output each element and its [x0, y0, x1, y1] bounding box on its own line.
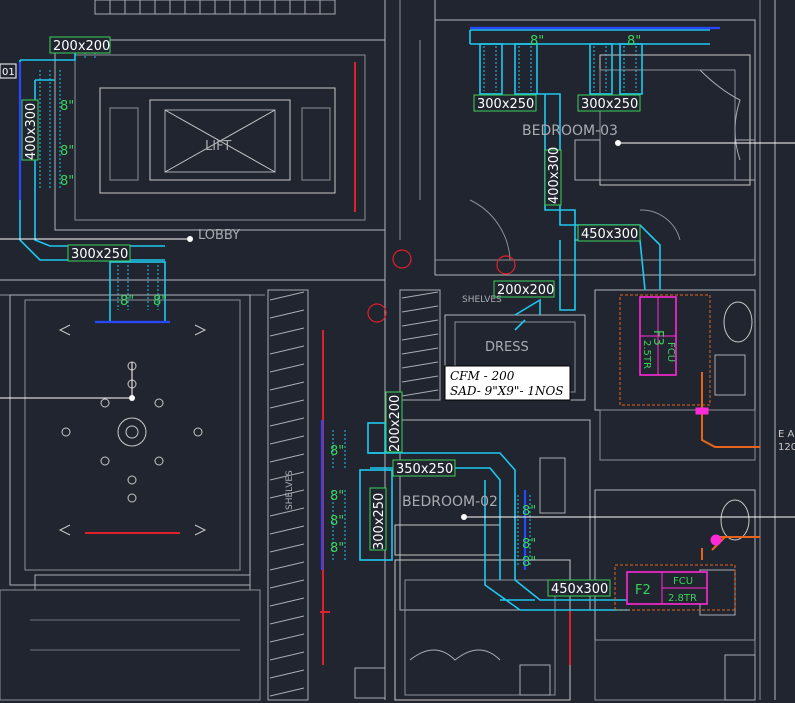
- diffuser-8in-1: 8": [60, 99, 74, 114]
- wardrobe: [399, 289, 441, 401]
- fcu-f3-capacity: 2.5TR: [641, 340, 652, 369]
- architecture: [0, 0, 776, 701]
- diffuser-8in-5: 8": [153, 294, 167, 309]
- duct-size-top-left: 200x200: [53, 39, 110, 54]
- duct-size-b3-riser: 400x300: [547, 147, 562, 204]
- diffuser-8in-7: 8": [627, 34, 641, 49]
- duct-size-b3-branch: 450x300: [581, 227, 638, 242]
- cfm-note-line2: SAD- 9"X9"- 1NOS: [450, 384, 564, 398]
- dress-label: DRESS: [485, 340, 529, 355]
- duct-size-b3-left: 300x250: [477, 97, 534, 112]
- lower-left-room: [0, 294, 261, 701]
- fcu-f2-capacity: 2.8TR: [668, 593, 697, 604]
- diffuser-8in-4: 8": [120, 294, 134, 309]
- fcu-f2-tag: F2: [635, 583, 651, 598]
- duct-size-middle: 200x200: [388, 395, 403, 452]
- diffuser-8in-10: 8": [330, 514, 344, 529]
- diffuser-8in-3: 8": [60, 174, 74, 189]
- edge-labels: 01 E A 120: [0, 63, 795, 453]
- room-labels: LIFT LOBBY BEDROOM-03 BEDROOM-02 DRESS S…: [0, 123, 795, 520]
- edge-left-top: 01: [2, 67, 15, 78]
- diffuser-8in-9: 8": [330, 489, 344, 504]
- duct-size-left-riser: 400x300: [24, 103, 39, 160]
- cfm-note: CFM - 200 SAD- 9"X9"- 1NOS: [444, 365, 571, 401]
- edge-right-b: 120: [778, 442, 795, 453]
- diffuser-8in-14: 8": [522, 555, 536, 570]
- fcu-f2: F2 FCU 2.8TR: [614, 564, 736, 611]
- shelves-label-side: SHELVES: [285, 470, 295, 510]
- drain-lines: [701, 372, 760, 560]
- duct-size-b3-right: 300x250: [581, 97, 638, 112]
- duct-size-dress: 200x200: [497, 283, 554, 298]
- cfm-note-line1: CFM - 200: [450, 369, 515, 383]
- diffuser-8in-12: 8": [522, 504, 536, 519]
- shelves-label-top: SHELVES: [462, 295, 502, 305]
- diffuser-marks: 8" 8" 8" 8" 8" 8" 8" 8" 8" 8" 8" 8" 8" 8…: [60, 34, 641, 570]
- bedroom-02-label: BEDROOM-02: [402, 494, 498, 510]
- bathroom-lower: [594, 489, 756, 701]
- bedroom-02-outline: [354, 419, 591, 701]
- pipe-fittings: [695, 407, 722, 546]
- diffuser-8in-8: 8": [330, 444, 344, 459]
- duct-size-b2-vertical: 300x250: [372, 493, 387, 550]
- diffuser-8in-11: 8": [330, 541, 344, 556]
- duct-size-tags: 200x200 400x300 300x250 300x250 300x250 …: [21, 36, 641, 597]
- duct-size-lobby: 300x250: [71, 247, 128, 262]
- top-grille: [94, 0, 336, 15]
- bedroom-03-label: BEDROOM-03: [522, 123, 618, 139]
- fcu-f2-type: FCU: [673, 576, 693, 587]
- ceiling-pattern: [58, 324, 207, 536]
- fcu-f3-tag: F3: [650, 330, 665, 346]
- fcu-f3-type: FCU: [665, 342, 676, 362]
- lift-shaft: [99, 87, 336, 194]
- duct-size-b2-main: 350x250: [396, 462, 453, 477]
- fcu-f3: F3 FCU 2.5TR: [619, 294, 711, 406]
- supply-grilles: [18, 26, 720, 570]
- diffuser-8in-6: 8": [530, 34, 544, 49]
- lobby-label: LOBBY: [198, 228, 240, 243]
- diffuser-8in-13: 8": [522, 537, 536, 552]
- bathroom-upper: [594, 289, 756, 461]
- diffuser-8in-2: 8": [60, 144, 74, 159]
- lift-label: LIFT: [205, 139, 231, 154]
- duct-size-b2-fcu: 450x300: [551, 582, 608, 597]
- stair-treads: [267, 289, 309, 701]
- edge-right-a: E A: [778, 429, 794, 440]
